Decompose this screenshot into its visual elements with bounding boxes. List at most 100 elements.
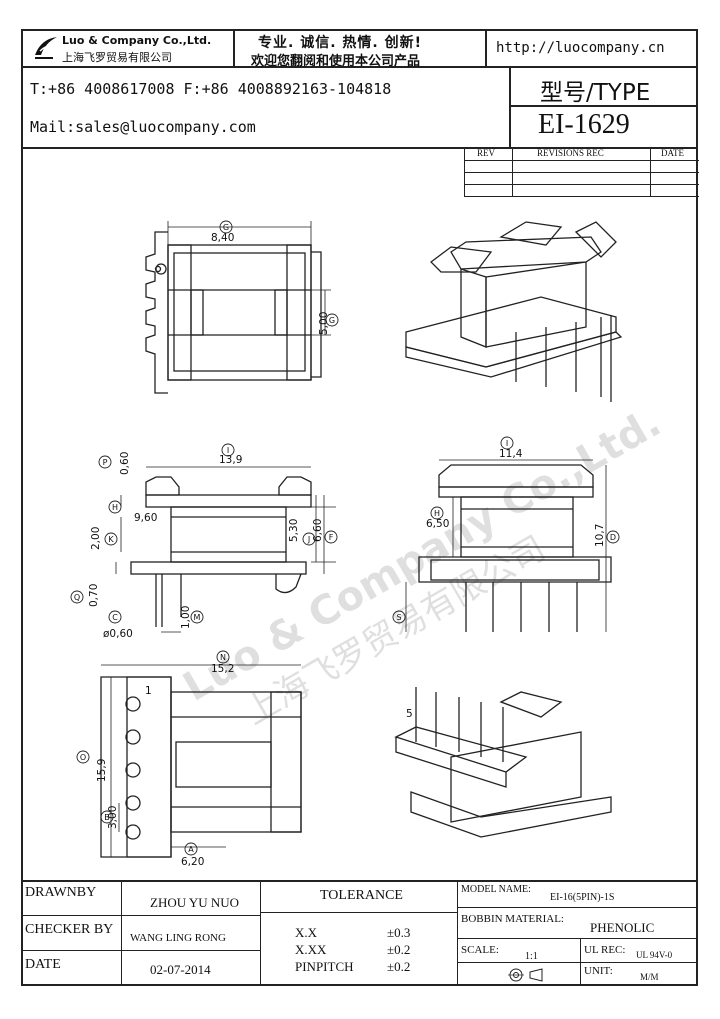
- date-value: 02-07-2014: [150, 962, 211, 977]
- dim-front-f: 6,60: [312, 519, 324, 542]
- dim-bottom-width: 15,2: [211, 663, 234, 675]
- dim-front-pin-dia: ø0,60: [103, 628, 133, 640]
- drawnby-label: DRAWNBY: [25, 885, 97, 900]
- tol-2-label: X.XX: [295, 942, 327, 957]
- checker-value: WANG LING RONG: [130, 932, 226, 944]
- scale-label: SCALE:: [461, 944, 499, 956]
- marker-c: C: [112, 613, 118, 622]
- footer-sep-3: [457, 880, 458, 986]
- drawnby-value: ZHOU YU NUO: [150, 895, 240, 910]
- dim-front-q: 0,70: [88, 584, 100, 607]
- ul-rec-value: UL 94V-0: [636, 950, 673, 960]
- type-divider: [509, 105, 698, 107]
- revisions-rec-header: REVISIONS REC: [537, 148, 604, 158]
- unit-label: UNIT:: [584, 965, 613, 977]
- marker-i2: I: [506, 439, 508, 448]
- dim-front-j: 5,30: [288, 519, 300, 542]
- tol-3-label: PINPITCH: [295, 959, 354, 974]
- side-view: [405, 459, 612, 632]
- watermark-en: Luo & Company Co.,Ltd.: [176, 400, 669, 711]
- dim-bottom-height: 15,9: [96, 759, 108, 782]
- phone-fax-line: T:+86 4008617008 F:+86 4008892163-104818: [30, 80, 392, 98]
- dim-front-k: 2,00: [90, 527, 102, 550]
- marker-m: M: [194, 613, 201, 622]
- dim-side-h: 6,50: [426, 518, 449, 530]
- technical-drawing: Luo & Company Co.,Ltd. 上海飞罗贸易有限公司: [70, 220, 669, 868]
- mail-line: Mail:sales@luocompany.com: [30, 118, 256, 136]
- revisions-table: REV REVISIONS REC DATE: [464, 147, 699, 197]
- footer-row-2: [21, 950, 261, 951]
- footer-row-1: [21, 915, 261, 916]
- top-view: [145, 221, 331, 394]
- footer-top: [21, 880, 698, 882]
- header-sep-1: [233, 29, 235, 67]
- tolerance-label: TOLERANCE: [320, 888, 403, 903]
- marker-k: K: [108, 535, 114, 544]
- company-logo-icon: [35, 37, 57, 59]
- model-name-label: MODEL NAME:: [461, 884, 531, 895]
- type-label: 型号/TYPE: [540, 80, 651, 106]
- date-col-header: DATE: [661, 148, 684, 158]
- model-name-value: EI-16(5PIN)-1S: [550, 892, 615, 903]
- tol-2-value: ±0.2: [387, 942, 411, 957]
- header-bottom: [21, 147, 698, 149]
- bobbin-material-label: BOBBIN MATERIAL:: [461, 913, 564, 925]
- iso-view-bottom: [394, 687, 612, 838]
- footer-tol-row: [260, 912, 458, 913]
- marker-i: I: [227, 446, 229, 455]
- type-value: EI-1629: [538, 109, 630, 140]
- ul-rec-label: UL REC:: [584, 944, 626, 956]
- marker-b: B: [104, 813, 110, 822]
- header-divider: [21, 66, 698, 68]
- drawing-frame: [21, 29, 698, 986]
- marker-h2: H: [434, 509, 440, 518]
- marker-h: H: [112, 503, 118, 512]
- dim-side-width: 11,4: [499, 448, 523, 460]
- scale-value: 1:1: [525, 951, 538, 962]
- marker-a: A: [188, 845, 194, 854]
- marker-p: P: [103, 458, 108, 467]
- bottom-view: [100, 664, 302, 858]
- website-link[interactable]: http://luocompany.cn: [496, 40, 665, 56]
- marker-g: G: [223, 223, 229, 232]
- tol-1-label: X.X: [295, 925, 318, 940]
- company-name-cn: 上海飞罗贸易有限公司: [62, 51, 172, 64]
- tol-3-value: ±0.2: [387, 959, 411, 974]
- footer-sep-2: [260, 880, 261, 986]
- marker-f: F: [329, 533, 334, 542]
- pin-label-1: 1: [145, 685, 152, 697]
- dim-top-width: 8,40: [211, 232, 234, 244]
- header-sep-2: [485, 29, 487, 67]
- bobbin-material-value: PHENOLIC: [590, 920, 655, 935]
- iso-view-top: [405, 221, 623, 402]
- slogan-line-2: 欢迎您翻阅和使用本公司产品: [251, 54, 421, 69]
- marker-q: Q: [74, 593, 80, 602]
- marker-g2: G: [329, 316, 335, 325]
- marker-o: O: [80, 753, 86, 762]
- marker-s: S: [396, 613, 401, 622]
- slogan-line-1: 专业. 诚信. 热情. 创新!: [258, 35, 422, 51]
- marker-j: J: [307, 535, 310, 544]
- footer-sep-1: [121, 880, 122, 986]
- tol-1-value: ±0.3: [387, 925, 411, 940]
- watermark: Luo & Company Co.,Ltd. 上海飞罗贸易有限公司: [176, 400, 669, 734]
- pin-count-label: 5: [406, 708, 413, 720]
- marker-d: D: [610, 533, 616, 542]
- date-label: DATE: [25, 957, 61, 972]
- marker-n: N: [220, 653, 226, 662]
- type-sep: [509, 66, 511, 148]
- dim-front-width: 13,9: [219, 454, 242, 466]
- rev-col-header: REV: [477, 148, 495, 158]
- dim-front-p: 0,60: [119, 452, 131, 475]
- dim-front-m: 1,00: [180, 606, 192, 629]
- footer-right-row-3: [457, 962, 698, 963]
- footer-right-row-1: [457, 907, 698, 908]
- projection-symbol-icon: [508, 968, 543, 982]
- dim-side-height: 10,7: [594, 524, 606, 547]
- dim-bottom-a: 6,20: [181, 856, 204, 868]
- checker-label: CHECKER BY: [25, 922, 114, 937]
- company-name-en: Luo & Company Co.,Ltd.: [62, 34, 212, 47]
- unit-value: M/M: [640, 972, 659, 982]
- footer-right-row-2: [457, 938, 698, 939]
- dim-front-inner: 9,60: [134, 512, 157, 524]
